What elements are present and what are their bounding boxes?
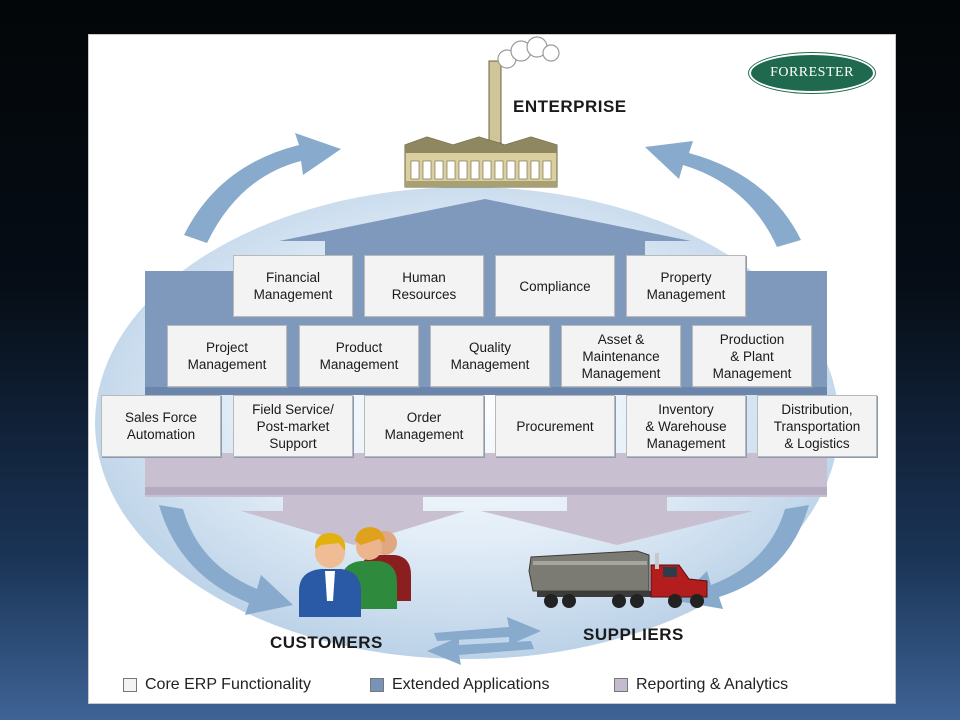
module-human-resources: Human Resources — [364, 255, 484, 317]
forrester-logo: FORRESTER — [749, 53, 875, 93]
module-property-management: Property Management — [626, 255, 746, 317]
reporting-layer — [145, 453, 827, 545]
legend-item-reporting: Reporting & Analytics — [614, 675, 788, 695]
module-order-management: Order Management — [364, 395, 484, 457]
suppliers-label: SUPPLIERS — [583, 625, 684, 644]
truck-icon — [528, 550, 708, 608]
diagram-panel: FORRESTER ENTERPRISE CUSTOMERS SUPPLIERS… — [88, 34, 896, 704]
cycle-arrow-bottom-right — [677, 505, 809, 609]
legend-swatch-reporting — [614, 678, 628, 692]
module-quality-management: Quality Management — [430, 325, 550, 387]
customers-label: CUSTOMERS — [270, 633, 383, 652]
module-product-management: Product Management — [299, 325, 419, 387]
legend-label-extended: Extended Applications — [392, 676, 550, 693]
enterprise-label: ENTERPRISE — [513, 97, 627, 116]
cycle-arrow-top-right — [645, 141, 801, 247]
module-sales-force-automation: Sales Force Automation — [101, 395, 221, 457]
factory-icon — [404, 36, 560, 188]
module-compliance: Compliance — [495, 255, 615, 317]
legend-item-extended: Extended Applications — [370, 675, 549, 695]
module-project-management: Project Management — [167, 325, 287, 387]
module-distribution-transportation-logistics: Distribution, Transportation & Logistics — [757, 395, 877, 457]
customers-icon — [299, 527, 411, 617]
legend-label-core: Core ERP Functionality — [145, 676, 311, 693]
cycle-arrow-bottom-left — [159, 505, 293, 615]
module-asset-maintenance-management: Asset & Maintenance Management — [561, 325, 681, 387]
cycle-arrow-top-left — [184, 133, 341, 243]
legend-item-core-erp: Core ERP Functionality — [123, 675, 311, 695]
module-inventory-warehouse-management: Inventory & Warehouse Management — [626, 395, 746, 457]
legend-label-reporting: Reporting & Analytics — [636, 676, 789, 693]
cycle-arrow-bottom-left-point — [427, 637, 534, 665]
module-financial-management: Financial Management — [233, 255, 353, 317]
module-field-service-support: Field Service/ Post-market Support — [233, 395, 353, 457]
legend-swatch-core — [123, 678, 137, 692]
legend-swatch-extended — [370, 678, 384, 692]
module-production-plant-management: Production & Plant Management — [692, 325, 812, 387]
cycle-arrow-bottom-right-point — [434, 617, 541, 645]
module-procurement: Procurement — [495, 395, 615, 457]
